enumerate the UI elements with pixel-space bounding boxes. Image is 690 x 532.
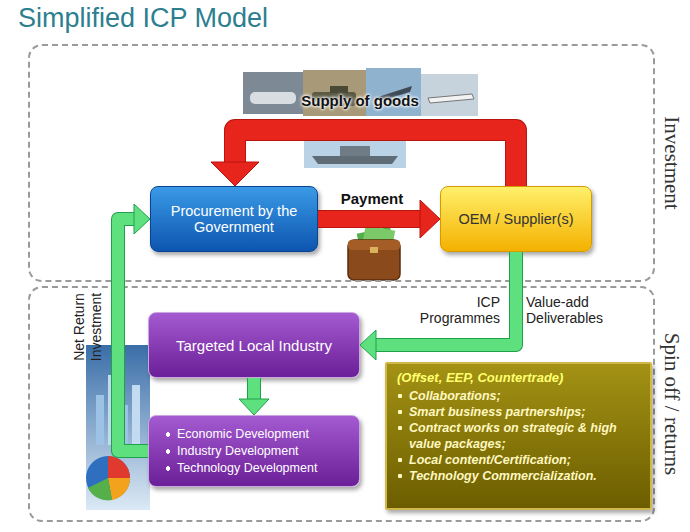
photo-train [243,72,303,114]
outcome-box: Economic DevelopmentIndustry Development… [148,415,360,487]
photo-detail [250,92,296,104]
box-heading: (Offset, EEP, Countertrade) [397,370,642,385]
equipment-photos [243,68,478,168]
region-band: InvestmentProcurement by the GovernmentO… [28,44,655,282]
connector-outline [235,130,516,186]
connector-line [318,211,421,227]
connector-line [248,378,260,400]
connector-line [375,252,516,345]
box-text: OEM / Supplier(s) [458,211,573,227]
box-text: Technology Development [165,460,317,477]
connector-line [235,130,516,186]
band-heading: Spin off / returns [659,333,684,476]
photo-ship [304,128,406,168]
connector-outline [375,252,516,345]
photo-detail [340,146,370,156]
arrow-heads [134,204,150,234]
box-text: Collaborations; [397,388,642,404]
connector-line [118,219,148,451]
briefcase [348,240,400,280]
connector-outline [318,210,421,228]
diagram-title: Simplified ICP Model [18,3,268,34]
connector [360,252,516,360]
box-text: Contract works on strategic & high value… [397,420,642,452]
pie-slice [88,478,112,500]
connector [239,378,269,415]
connector [118,204,150,451]
box-text: Economic Development [165,426,309,443]
connector [211,130,516,186]
chart-bar [132,385,140,445]
arrow-heads [360,330,376,360]
chart-bar [120,405,128,445]
chart-graphic [86,345,150,510]
arrow-head [360,330,376,360]
arrow-heads [420,200,440,238]
box-text: Technology Commercialization. [397,468,642,484]
box-text: Local content/Certification; [397,452,642,468]
chart-bar [96,395,104,445]
arrow-heads [239,399,269,415]
photo-plane [421,74,478,116]
box-text: Procurement by the Government [159,203,309,235]
process-box: Targeted Local Industry [148,312,360,378]
process-box: OEM / Supplier(s) [440,186,592,252]
annotation-label: ICP Programmes [408,294,500,326]
box-text: Smart business partnerships; [397,404,642,420]
process-box: Procurement by the Government [150,186,318,252]
chart-bar [108,375,116,445]
arrow-head [134,204,150,234]
connector-outline [118,219,148,451]
box-text: Industry Development [165,443,299,460]
flow-label: Value-add Deliverables [526,294,638,326]
box-text: Targeted Local Industry [176,337,332,354]
programme-box: (Offset, EEP, Countertrade) Collaboration… [385,362,652,510]
flow-label: Supply of goods [285,92,435,109]
arrow-heads [211,162,259,186]
briefcase-clasp [370,247,378,253]
photo-detail [428,94,474,103]
arrow-head [420,200,440,238]
arrow-head [211,162,259,186]
arrow-head [239,399,269,415]
photo-detail [330,86,348,93]
pie-chart [86,456,130,500]
pie-slice [108,456,130,478]
money-bag [348,226,400,280]
flow-label: Net Return Investment [71,285,105,369]
chart-background [86,345,150,510]
photo-detail [312,156,398,164]
flow-label: Payment [322,190,422,207]
connector-outline [247,378,261,400]
band-heading: Investment [659,116,684,209]
